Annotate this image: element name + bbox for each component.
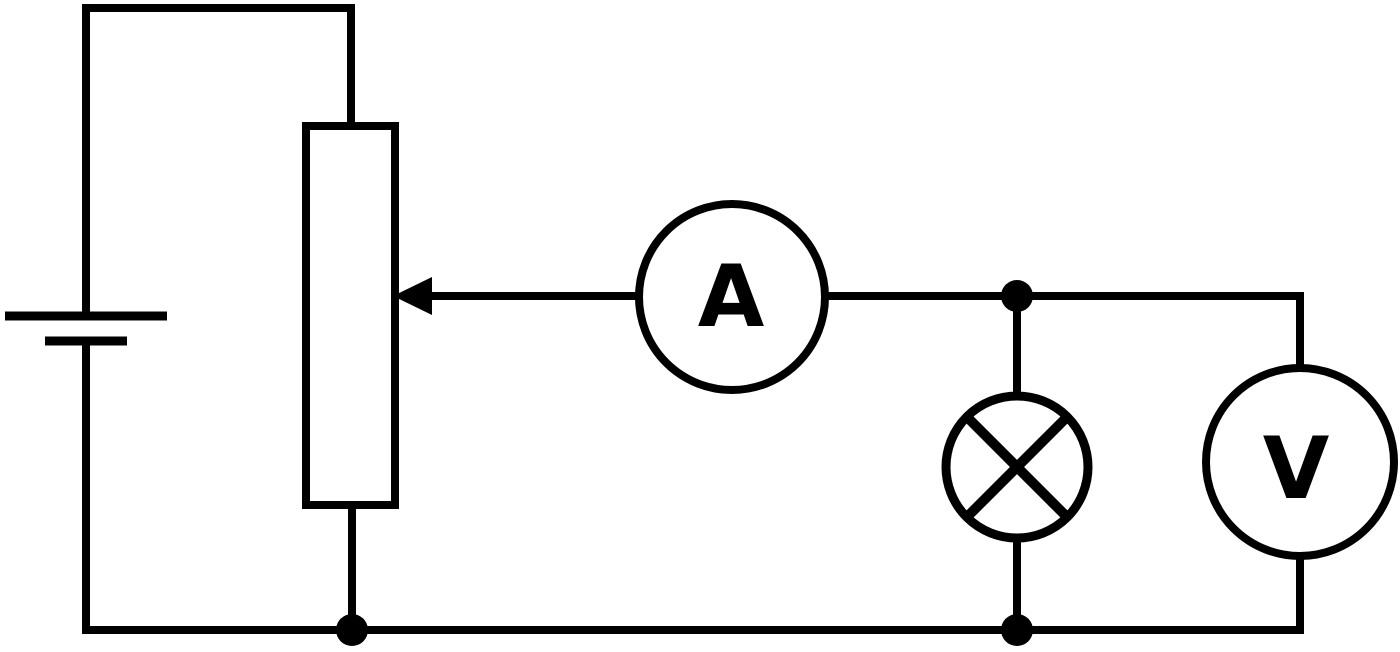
wire-ammeter-to-voltmeter-top — [826, 292, 1304, 370]
junction-dot-bottom-left-icon — [336, 614, 368, 646]
rheostat-wiper-arrow-icon — [393, 277, 640, 315]
wire-battery-top-to-rheostat — [82, 4, 355, 316]
wire-bottom-rail — [82, 341, 1304, 634]
voltmeter-label: V — [1263, 419, 1330, 519]
ammeter: A — [635, 200, 829, 394]
ammeter-label: A — [698, 247, 765, 347]
rheostat-body-icon — [302, 122, 399, 509]
junction-dot-top-icon — [1001, 280, 1033, 312]
lamp — [941, 391, 1093, 543]
ammeter-circle-icon — [635, 200, 829, 394]
arrowhead-left-icon — [393, 277, 432, 315]
voltmeter-circle-icon — [1202, 364, 1398, 560]
voltmeter: V — [1202, 364, 1398, 560]
battery-cell — [5, 311, 167, 346]
junction-dot-bottom-right-icon — [1001, 614, 1033, 646]
lamp-cross-line-2-icon — [963, 413, 1071, 521]
